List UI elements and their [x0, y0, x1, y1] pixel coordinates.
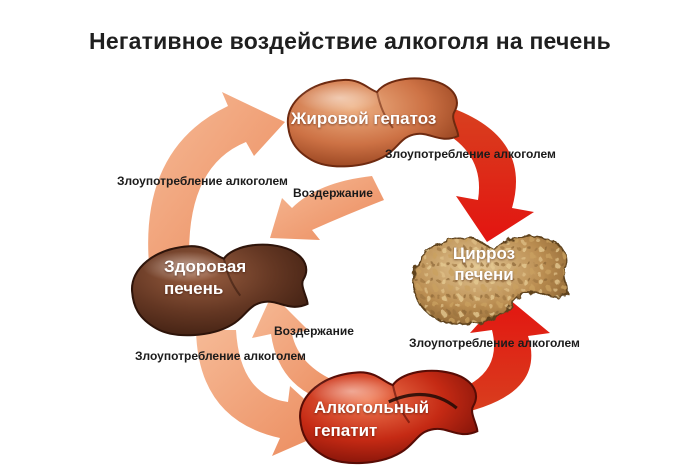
arrow-fatty-to-healthy: [270, 176, 384, 240]
hepatitis-liver-label-line2: гепатит: [314, 421, 378, 440]
healthy-liver-shine: [142, 251, 228, 283]
fatty-liver-illustration: [286, 77, 460, 168]
cirrhosis-liver-label-line2: печени: [454, 265, 514, 284]
healthy-liver-label-line1: Здоровая: [164, 257, 247, 276]
arrow-fatty-to-cirrhosis: [432, 108, 534, 242]
healthy-liver-label-line2: печень: [164, 279, 224, 298]
hepatitis-liver-shine: [308, 375, 395, 408]
edge-label-healthy-to-fatty: Злоупотребление алкоголем: [117, 174, 288, 188]
hepatitis-liver-label: Алкогольный гепатит: [314, 396, 429, 442]
fatty-liver-shine: [295, 83, 383, 113]
arrow-healthy-to-fatty: [148, 92, 285, 275]
arrow-hepatitis-to-healthy: [252, 294, 354, 406]
edge-label-fatty-to-cirrhosis: Злоупотребление алкоголем: [385, 147, 556, 161]
hepatitis-liver-illustration: [299, 369, 479, 465]
edge-label-hepatitis-to-healthy: Воздержание: [274, 324, 354, 338]
cirrhosis-liver-nodule-texture: [413, 236, 569, 325]
cirrhosis-liver-illustration: [412, 235, 570, 326]
hepatitis-liver-label-line1: Алкогольный: [314, 398, 430, 417]
edge-label-hepatitis-to-cirrhosis: Злоупотребление алкоголем: [409, 336, 580, 350]
arrow-hepatitis-to-cirrhosis: [436, 295, 550, 416]
edge-label-healthy-to-hepatitis: Злоупотребление алкоголем: [135, 349, 306, 363]
healthy-liver-label: Здоровая печень: [164, 256, 246, 300]
cirrhosis-liver-label: Цирроз печени: [428, 243, 540, 285]
cirrhosis-liver-label-line1: Цирроз: [452, 244, 516, 263]
page-title: Негативное воздействие алкоголя на печен…: [89, 28, 611, 54]
hepatitis-liver-edge-line: [388, 393, 458, 410]
edge-label-fatty-to-healthy: Воздержание: [293, 186, 373, 200]
fatty-liver-label: Жировой гепатоз: [291, 109, 437, 128]
healthy-liver-illustration: [131, 243, 309, 337]
